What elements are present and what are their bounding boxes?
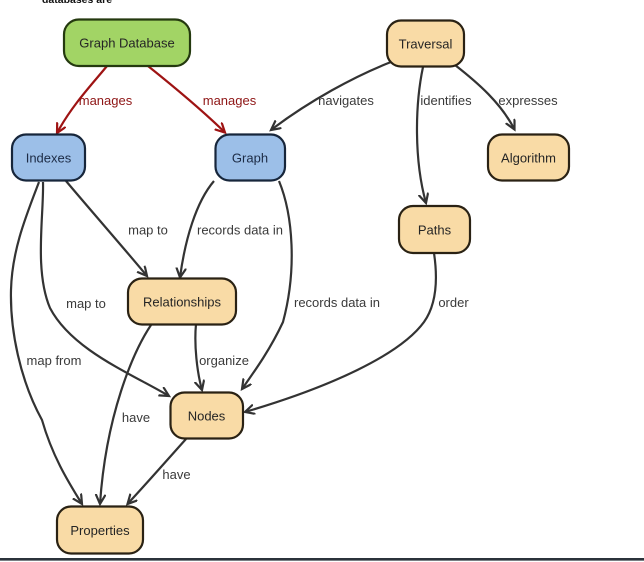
svg-text:have: have [122, 410, 150, 425]
svg-text:expresses: expresses [498, 93, 558, 108]
svg-text:map to: map to [128, 223, 168, 238]
svg-text:Nodes: Nodes [188, 409, 226, 424]
svg-text:Paths: Paths [418, 223, 452, 238]
svg-text:Graph Database: Graph Database [79, 36, 174, 51]
svg-text:databases are: databases are [42, 0, 112, 6]
svg-text:Graph: Graph [232, 151, 268, 166]
svg-text:records data in: records data in [197, 223, 283, 238]
svg-text:map from: map from [27, 353, 82, 368]
svg-text:have: have [162, 467, 190, 482]
svg-text:Properties: Properties [70, 523, 130, 538]
svg-text:Traversal: Traversal [399, 37, 453, 52]
svg-text:records data in: records data in [294, 295, 380, 310]
svg-text:identifies: identifies [420, 93, 472, 108]
svg-text:Relationships: Relationships [143, 295, 222, 310]
svg-text:Indexes: Indexes [26, 151, 72, 166]
svg-text:map to: map to [66, 296, 106, 311]
svg-text:navigates: navigates [318, 93, 374, 108]
svg-text:organize: organize [199, 353, 249, 368]
svg-text:order: order [438, 295, 469, 310]
svg-text:manages: manages [203, 93, 257, 108]
svg-text:Algorithm: Algorithm [501, 151, 556, 166]
svg-text:manages: manages [79, 93, 133, 108]
